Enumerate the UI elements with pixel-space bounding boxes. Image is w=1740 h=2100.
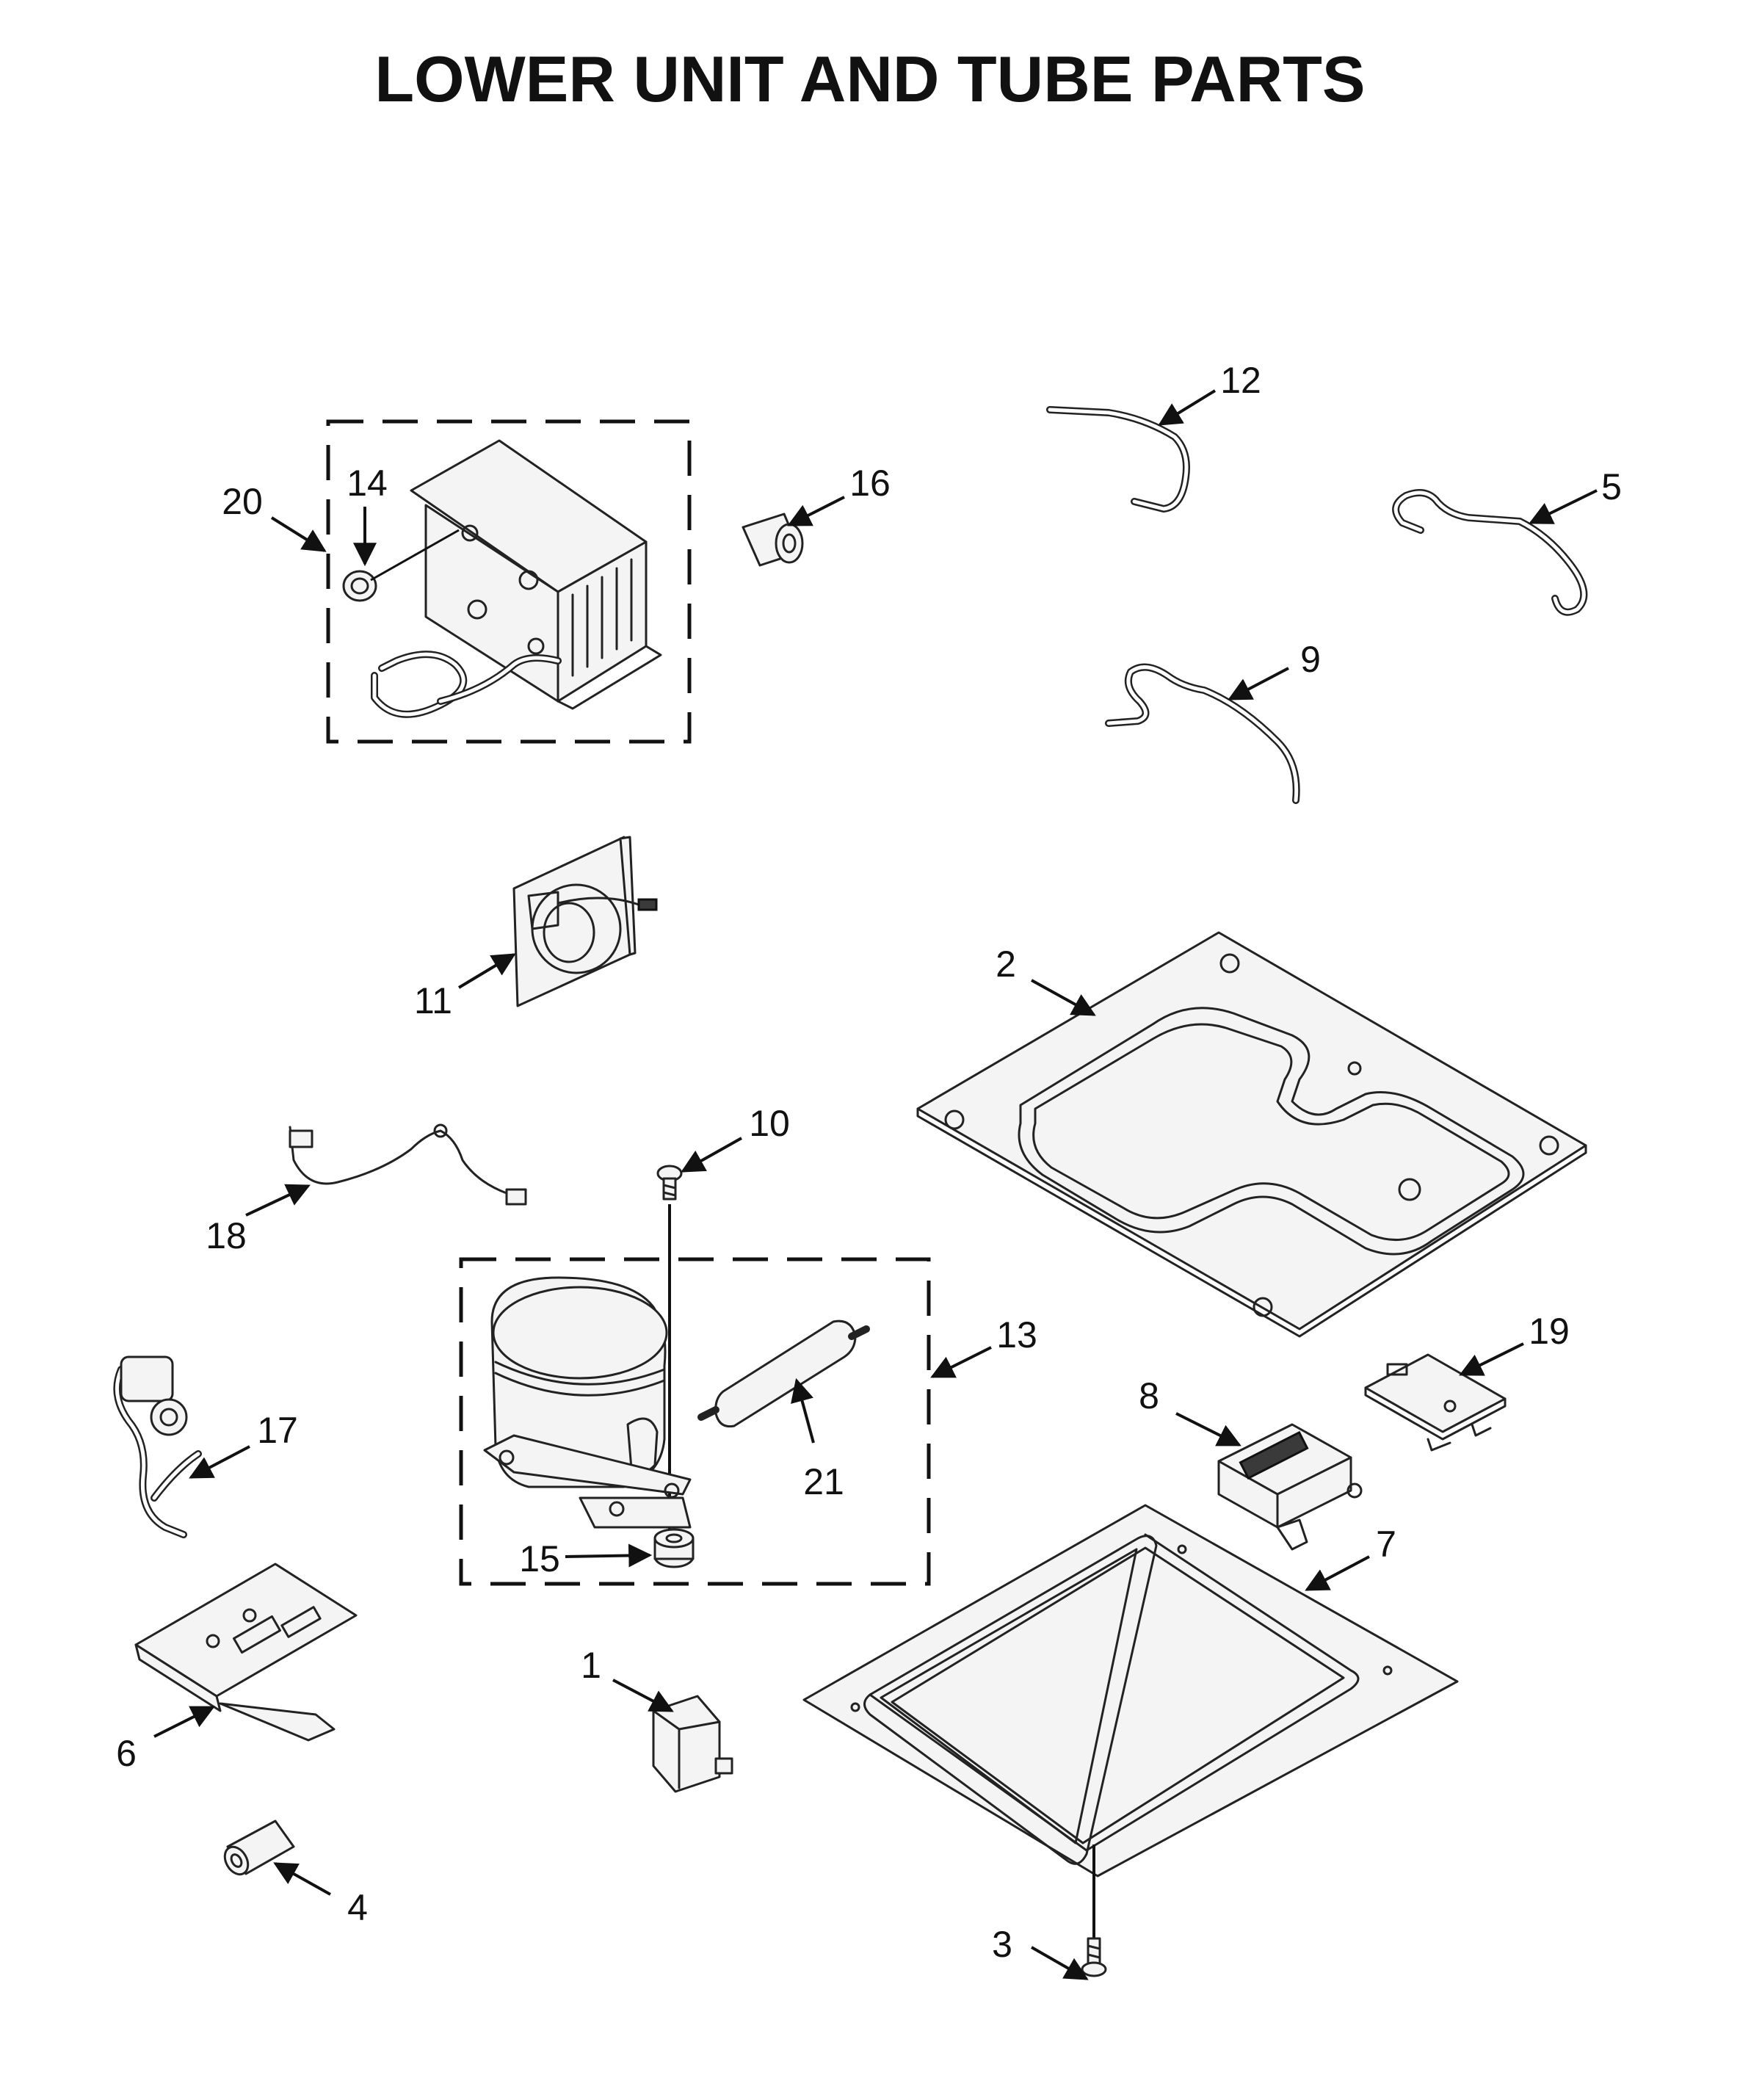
callout-1: 1: [581, 1645, 601, 1686]
leader-8: [1175, 1412, 1241, 1447]
callout-4: 4: [347, 1887, 368, 1928]
part-water-valve-17[interactable]: [113, 1355, 202, 1538]
leader-21: [791, 1377, 815, 1444]
leader-13: [930, 1346, 992, 1378]
diagram-title: LOWER UNIT AND TUBE PARTS: [374, 43, 1365, 115]
part-wire-harness-18[interactable]: [289, 1123, 527, 1206]
leader-3: [1031, 1946, 1089, 1980]
part-tube-9[interactable]: [1105, 663, 1300, 804]
leader-12: [1158, 389, 1217, 426]
part-base-plate-2[interactable]: [916, 931, 1587, 1338]
leader-17: [189, 1445, 250, 1479]
callout-17: 17: [257, 1410, 298, 1451]
part-cover-plate-7[interactable]: [802, 1504, 1459, 1878]
callout-14: 14: [347, 463, 388, 504]
leader-9: [1228, 667, 1289, 700]
callout-13: 13: [996, 1314, 1037, 1355]
leader-7: [1305, 1555, 1370, 1591]
callout-10: 10: [749, 1103, 790, 1144]
part-fan-assembly-11[interactable]: [512, 836, 658, 1007]
leader-19: [1459, 1342, 1524, 1376]
part-drier-21[interactable]: [697, 1319, 870, 1428]
part-bracket-6[interactable]: [134, 1563, 358, 1742]
leader-6: [153, 1706, 215, 1738]
callout-16: 16: [849, 463, 891, 504]
callout-8: 8: [1139, 1375, 1159, 1416]
callout-11: 11: [414, 980, 452, 1021]
leader-5: [1529, 489, 1598, 524]
leader-11: [457, 953, 516, 989]
leader-18: [245, 1184, 311, 1217]
callout-19: 19: [1529, 1311, 1570, 1352]
assembly-group-box-20: [326, 419, 692, 744]
leader-20: [270, 516, 327, 552]
part-overload-1[interactable]: [652, 1695, 733, 1793]
callout-20: 20: [222, 481, 263, 522]
part-grommet-14[interactable]: [342, 529, 460, 602]
part-tube-4[interactable]: [220, 1820, 295, 1878]
leader-lines: [153, 389, 1598, 1980]
callout-7: 7: [1376, 1524, 1396, 1565]
leader-15: [565, 1543, 653, 1568]
part-bracket-19[interactable]: [1364, 1353, 1507, 1452]
part-control-module-8[interactable]: [1217, 1423, 1363, 1551]
leader-1: [612, 1679, 674, 1712]
callout-6: 6: [116, 1733, 137, 1774]
leader-2: [1031, 979, 1096, 1016]
callout-9: 9: [1300, 639, 1321, 680]
callout-18: 18: [206, 1215, 247, 1256]
part-grommet-15[interactable]: [653, 1528, 695, 1568]
part-tube-5[interactable]: [1392, 489, 1588, 616]
callout-15: 15: [519, 1538, 560, 1579]
part-condenser-assembly[interactable]: [371, 439, 662, 718]
callout-12: 12: [1220, 360, 1261, 401]
assembly-group-box-13: [459, 1257, 931, 1586]
callout-3: 3: [992, 1924, 1012, 1965]
callout-21: 21: [803, 1461, 844, 1502]
part-compressor[interactable]: [483, 1276, 692, 1529]
leader-10: [681, 1137, 742, 1173]
leader-4: [273, 1862, 331, 1896]
callout-2: 2: [996, 944, 1016, 985]
part-tube-12[interactable]: [1046, 406, 1190, 513]
callout-5: 5: [1601, 466, 1622, 507]
leader-16: [787, 496, 845, 526]
callout-labels: 20 14 16 12 5 9 11 2 10 18 13 21 15 17 6…: [116, 360, 1622, 1965]
